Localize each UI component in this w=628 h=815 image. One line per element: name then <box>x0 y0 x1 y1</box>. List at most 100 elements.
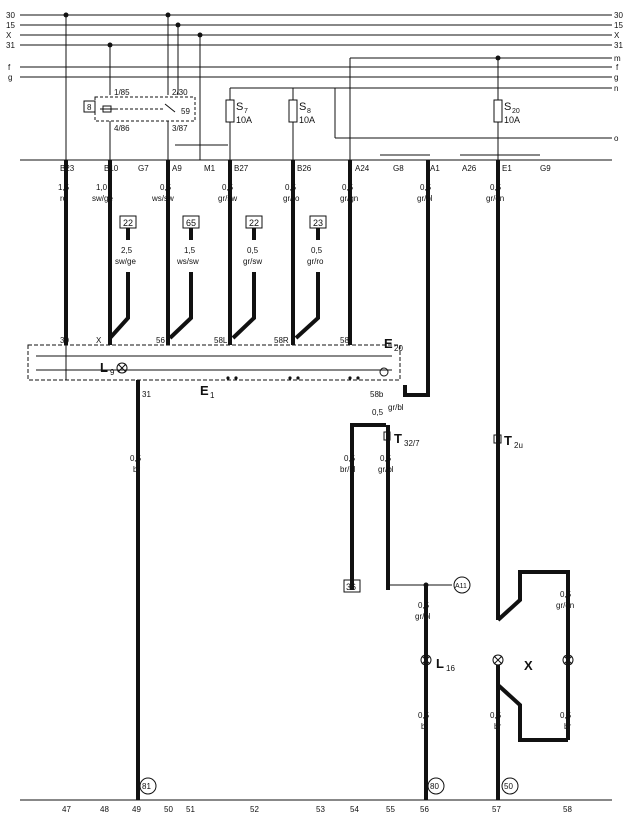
wire-color: gr/bl <box>378 465 394 474</box>
branch-color: gr/ro <box>307 257 324 266</box>
track-number: 58 <box>563 805 572 814</box>
switch-terminal: 58b <box>370 390 384 399</box>
connector-sub: 2u <box>514 441 523 450</box>
switch-terminal: 58R <box>274 336 289 345</box>
block-label: X <box>524 658 533 673</box>
fuse-name: S <box>299 101 306 113</box>
connector-label: B26 <box>297 164 312 173</box>
switch-terminal: 56 <box>156 336 165 345</box>
lamp-l16-path: 0,5 gr/bl L 16 0,5 br 80 <box>415 585 455 800</box>
fuse-s20: S 20 10A <box>493 99 520 160</box>
ref-number: 23 <box>313 218 323 228</box>
track-number: 57 <box>492 805 501 814</box>
light-switch-e1: 30 X 56 58L 58R 58 58b L 9 E 1 E 20 31 <box>27 336 403 400</box>
wire-color: gr/ro <box>283 194 300 203</box>
ground-point: 50 <box>504 782 513 791</box>
feed-lines <box>65 15 499 160</box>
rail-label: 31 <box>6 41 15 50</box>
wire-size: 0,5 <box>222 183 234 192</box>
ref-box-22b: 22 0,5 gr/sw <box>231 215 263 340</box>
connector-label: M1 <box>204 164 216 173</box>
wire-size: 0,5 <box>418 601 430 610</box>
connector-t32: 0,5 gr/bl T 32/7 0,5 br/bl 0,5 gr/bl 36 … <box>340 403 471 594</box>
rail-junctions <box>63 12 501 61</box>
ref-a11: A11 <box>455 583 467 590</box>
branch-color: sw/ge <box>115 257 136 266</box>
connector-label: G8 <box>393 164 404 173</box>
wire-size: 0,5 <box>380 454 392 463</box>
wire-size: 0,5 <box>344 454 356 463</box>
wire-color: br <box>421 722 428 731</box>
ref-number: 65 <box>186 218 196 228</box>
relay-pin: 59 <box>181 107 190 116</box>
rail-label: 31 <box>614 41 623 50</box>
wire-color: br <box>494 722 501 731</box>
ref-box-22a: 22 2,5 sw/ge <box>108 215 137 340</box>
wire-size: 0,5 <box>490 183 502 192</box>
branch-color: ws/sw <box>176 257 199 266</box>
wire-size: 0,5 <box>490 711 502 720</box>
wire-size: 0,5 <box>560 711 572 720</box>
relay-8: 8 1/85 2/30 59 4/86 3/87 <box>83 88 228 160</box>
wire-color: gr/bl <box>417 194 433 203</box>
relay-id: 8 <box>87 103 92 112</box>
connector-label: G7 <box>138 164 149 173</box>
rail-labels-left: 30 15 X 31 f g <box>6 11 15 82</box>
connector-label: B27 <box>234 164 249 173</box>
connector-label: A24 <box>355 164 370 173</box>
wire-color: ro <box>60 194 68 203</box>
wire-size: 0,5 <box>160 183 172 192</box>
switch-terminal: 58 <box>340 336 349 345</box>
branch-size: 0,5 <box>247 246 259 255</box>
branch-color: gr/sw <box>243 257 262 266</box>
connector-label: T <box>394 431 402 446</box>
track-number: 51 <box>186 805 195 814</box>
wire-color: br/bl <box>340 465 356 474</box>
wire-color: gr/gn <box>556 601 574 610</box>
switch-terminal: X <box>96 336 102 345</box>
rail-label: 15 <box>614 21 623 30</box>
connector-label: A9 <box>172 164 182 173</box>
branch-size: 2,5 <box>121 246 133 255</box>
track-number: 50 <box>164 805 173 814</box>
switch-terminal: 30 <box>60 336 69 345</box>
connector-sub: 32/7 <box>404 439 420 448</box>
rail-labels-right: 30 15 X 31 m f g n o <box>614 11 623 143</box>
branch-size: 0,5 <box>311 246 323 255</box>
switch-label: E <box>200 383 209 398</box>
track-number: 53 <box>316 805 325 814</box>
relay-pin: 3/87 <box>172 124 188 133</box>
fuse-rating: 10A <box>299 115 315 125</box>
connector-label: A26 <box>462 164 477 173</box>
wire-size: 1,5 <box>58 183 70 192</box>
rail-label: 30 <box>6 11 15 20</box>
connector-label: A1 <box>430 164 440 173</box>
lamp-label: L <box>100 360 108 375</box>
x-block: T 2u X 0,5 gr/gn 0,5 br 0,5 br 50 <box>490 433 574 800</box>
rail-label: o <box>614 134 619 143</box>
branch-size: 1,5 <box>184 246 196 255</box>
wire-size: 0,5 <box>285 183 297 192</box>
lamp-sub: 9 <box>110 368 115 377</box>
top-rails <box>20 14 612 139</box>
wire-size: 1,0 <box>96 183 108 192</box>
track-number: 47 <box>62 805 71 814</box>
fuse-name: S <box>504 101 511 113</box>
rail-label: 15 <box>6 21 15 30</box>
wire-color: gr/bl <box>388 403 404 412</box>
rail-label: f <box>616 63 619 72</box>
fuse-s8: S 8 10A <box>288 99 315 160</box>
switch-label: E <box>384 336 393 351</box>
rail-label: X <box>6 31 12 40</box>
fuse-rating: 10A <box>236 115 252 125</box>
switch-contacts <box>226 367 389 380</box>
switch-sub: 20 <box>394 344 403 353</box>
fuse-sub: 20 <box>512 108 520 115</box>
wire-color: gr/gn <box>340 194 358 203</box>
lamp-sub: 16 <box>446 664 455 673</box>
switch-terminal: 58L <box>214 336 228 345</box>
ref-number: 22 <box>249 218 259 228</box>
connector-label: G9 <box>540 164 551 173</box>
ground-wire-81: 0,5 br 81 <box>130 380 157 800</box>
